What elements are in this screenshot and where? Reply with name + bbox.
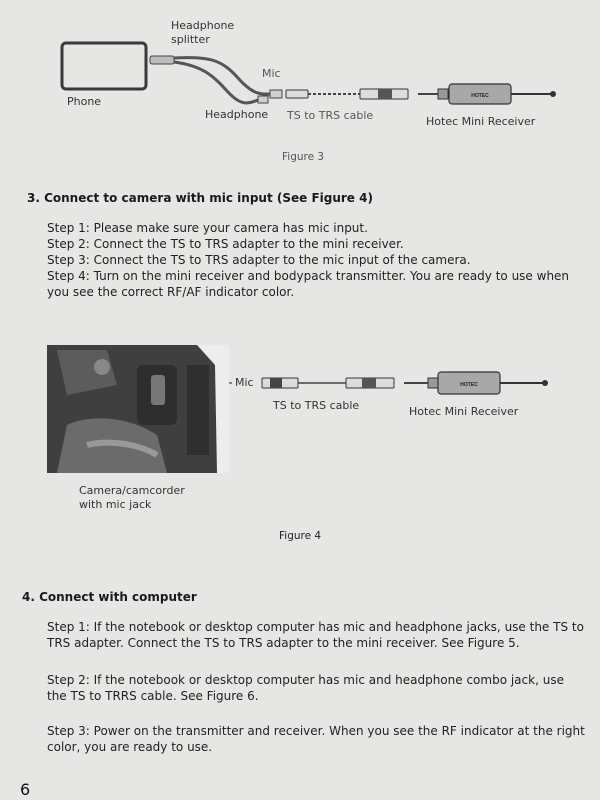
label-receiver-4: Hotec Mini Receiver: [409, 405, 519, 418]
camera-photo: [47, 345, 229, 473]
section-4-step-1: Step 1: If the notebook or desktop compu…: [47, 620, 584, 650]
figure-3-caption: Figure 3: [282, 151, 325, 163]
label-headphone: Headphone: [205, 108, 269, 121]
label-mic-3: Mic: [262, 67, 281, 80]
section-3-heading: 3. Connect to camera with mic input (See…: [27, 191, 373, 205]
ts-trs-plug-left: [285, 89, 309, 99]
section-3-step-4: Step 4: Turn on the mini receiver and bo…: [47, 269, 570, 299]
splitter-plug: [149, 55, 175, 65]
receiver-brand-3: HOTEC: [471, 93, 489, 99]
label-receiver-3: Hotec Mini Receiver: [426, 115, 536, 128]
receiver-brand-4: HOTEC: [460, 382, 478, 388]
phone-illustration: [60, 41, 148, 91]
section-3-steps: Step 1: Please make sure your camera has…: [47, 220, 587, 300]
section-3-step-2: Step 2: Connect the TS to TRS adapter to…: [47, 237, 404, 251]
label-ts-trs-cable-3: TS to TRS cable: [287, 109, 374, 122]
splitter-cable-headphone: [173, 60, 259, 105]
section-4-step-3: Step 3: Power on the transmitter and rec…: [47, 724, 585, 754]
splitter-cable-mic: [173, 56, 271, 96]
figure-4-caption: Figure 4: [279, 530, 322, 542]
label-headphone-splitter: Headphone splitter: [171, 19, 235, 46]
label-phone: Phone: [67, 95, 102, 108]
label-camera: Camera/camcorder with mic jack: [79, 484, 185, 511]
section-4-step-2: Step 2: If the notebook or desktop compu…: [47, 673, 564, 703]
section-3-step-1: Step 1: Please make sure your camera has…: [47, 221, 368, 235]
section-3-step-3: Step 3: Connect the TS to TRS adapter to…: [47, 253, 471, 267]
label-mic-4: Mic: [235, 376, 254, 389]
page-number: 6: [20, 780, 31, 799]
section-4-heading: 4. Connect with computer: [22, 590, 197, 604]
label-ts-trs-cable-4: TS to TRS cable: [273, 399, 360, 412]
